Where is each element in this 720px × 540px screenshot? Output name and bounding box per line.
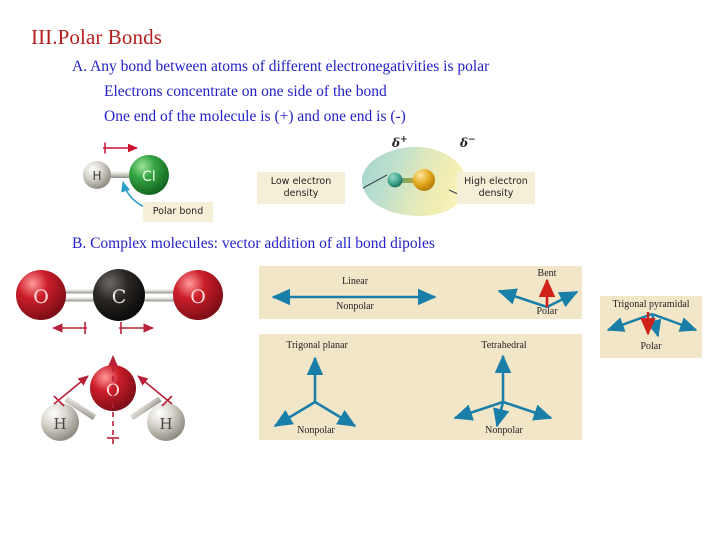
trigonal-pyramidal-vector-icon bbox=[606, 312, 698, 338]
tetrahedral-polarity-label: Nonpolar bbox=[485, 425, 523, 436]
trigonal-planar-polarity-label: Nonpolar bbox=[297, 425, 335, 436]
bullet-a-sub2: One end of the molecule is (+) and one e… bbox=[104, 108, 406, 125]
trigonal-planar-shape-label: Trigonal planar bbox=[286, 340, 348, 351]
hcl-molecule-figure: H Cl bbox=[75, 138, 195, 210]
bent-shape-label: Bent bbox=[537, 268, 557, 279]
delta-positive-label: δ+ bbox=[392, 135, 408, 150]
tetrahedral-vector-icon bbox=[453, 354, 553, 428]
water-molecule-figure: O H H bbox=[18, 352, 208, 450]
atom-label-o-left: O bbox=[33, 286, 49, 308]
callout-line: density bbox=[283, 188, 319, 199]
atom-label-h-right: H bbox=[159, 415, 172, 433]
atom-label-h: H bbox=[92, 169, 101, 183]
atom-label-c: C bbox=[112, 286, 127, 308]
bond-dipole-left-icon bbox=[53, 375, 89, 407]
leader-line-left bbox=[362, 174, 388, 189]
tetrahedral-shape-label: Tetrahedral bbox=[481, 340, 527, 351]
dipole-arrow-icon bbox=[103, 142, 138, 154]
linear-polarity-label: Nonpolar bbox=[336, 301, 374, 312]
trigonal-planar-vector-icon bbox=[273, 356, 357, 428]
high-electron-density-callout: High electron density bbox=[457, 172, 535, 204]
linear-shape-label: Linear bbox=[341, 276, 369, 287]
bullet-b: B. Complex molecules: vector addition of… bbox=[72, 235, 435, 252]
panel-trigonal-pyramidal: Trigonal pyramidal Polar bbox=[600, 296, 702, 358]
bent-vector-icon bbox=[497, 278, 579, 309]
trigonal-pyramidal-polarity-label: Polar bbox=[640, 341, 662, 352]
atom-label-o: O bbox=[106, 381, 120, 401]
bullet-a-sub1: Electrons concentrate on one side of the… bbox=[104, 83, 387, 100]
panel-trigonal-tetrahedral: Trigonal planar Nonpolar Tetrahedral Non… bbox=[259, 334, 582, 440]
atom-label-o-right: O bbox=[190, 286, 206, 308]
bullet-a: A. Any bond between atoms of different e… bbox=[72, 58, 490, 75]
bond-dipole-right-icon bbox=[137, 375, 173, 407]
dipole-arrow-right-icon bbox=[119, 322, 154, 334]
net-dipole-arrow-icon bbox=[107, 355, 119, 444]
dipole-arrow-left-icon bbox=[52, 322, 87, 334]
page-title: III.Polar Bonds bbox=[31, 25, 162, 49]
atom-label-h-left: H bbox=[53, 415, 66, 433]
callout-line: High electron bbox=[464, 176, 528, 187]
electron-density-figure bbox=[345, 140, 475, 220]
atom-label-cl: Cl bbox=[142, 169, 156, 185]
co2-molecule-figure: O C O bbox=[8, 262, 233, 337]
callout-line: Low electron bbox=[270, 176, 332, 187]
low-electron-density-callout: Low electron density bbox=[257, 172, 345, 204]
callout-line: density bbox=[478, 188, 514, 199]
panel-linear-bent: Linear Nonpolar Bent Polar bbox=[259, 266, 582, 319]
bent-polarity-label: Polar bbox=[536, 306, 558, 317]
trigonal-pyramidal-shape-label: Trigonal pyramidal bbox=[612, 299, 690, 310]
polar-bond-callout: Polar bond bbox=[143, 202, 213, 222]
delta-negative-label: δ− bbox=[460, 135, 476, 150]
